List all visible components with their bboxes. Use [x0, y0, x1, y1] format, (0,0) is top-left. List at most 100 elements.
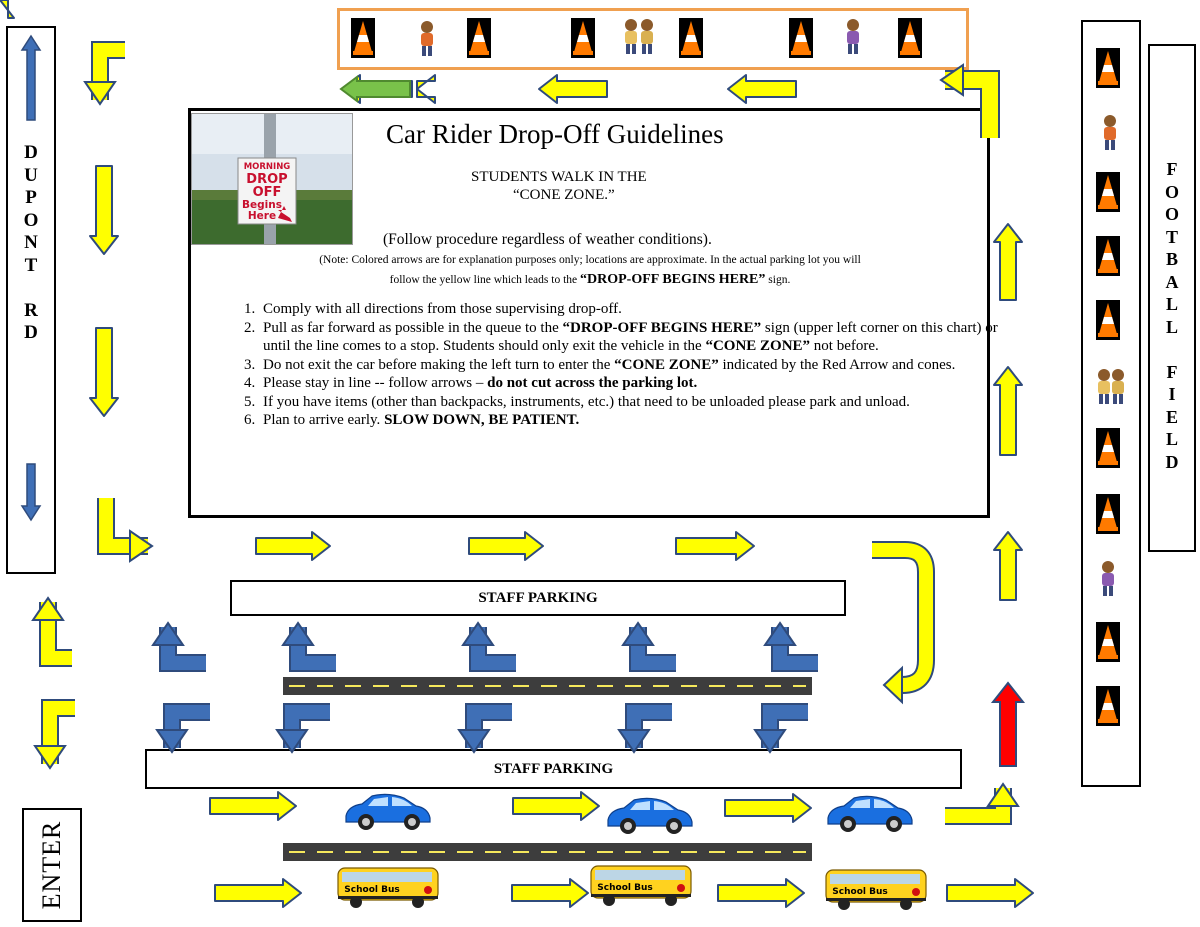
up-arrow-icon [993, 366, 1023, 456]
football-field-letter: D [1165, 451, 1179, 472]
road-strip-lower [283, 843, 812, 861]
football-field-letter: L [1165, 294, 1178, 314]
cone-zone-line-2: “CONE ZONE.” [513, 187, 615, 203]
down-arrow-icon [89, 165, 119, 255]
down-arrow-icon [20, 463, 42, 522]
svg-text:Here: Here [248, 210, 276, 222]
student-walking-icon [847, 19, 859, 54]
dupont-rd-letter: D [24, 142, 38, 163]
football-field-letter: I [1168, 384, 1176, 404]
svg-text:MORNING: MORNING [244, 162, 291, 172]
guidelines-panel: MORNING DROP OFF Begins Here Car Rider D… [188, 108, 998, 518]
football-field-letter: B [1165, 249, 1178, 269]
traffic-cone-icon [1096, 172, 1120, 212]
step-3-text: Do not exit the car before making the le… [263, 356, 956, 373]
step-item: Please stay in line -- follow arrows – d… [259, 374, 1001, 393]
svg-text:Begins: Begins [242, 199, 282, 211]
sign-photo-image: MORNING DROP OFF Begins Here [192, 114, 352, 244]
cone-zone [337, 8, 969, 70]
explanation-note-sign-name: “DROP-OFF BEGINS HERE” [580, 272, 766, 287]
traffic-cone-icon [679, 18, 703, 58]
student-icon [641, 19, 653, 54]
step-item: If you have items (other than backpacks,… [259, 393, 1001, 412]
turn-right-arrow-icon [97, 498, 154, 563]
traffic-cone-icon [571, 18, 595, 58]
drop-off-sign-photo: MORNING DROP OFF Begins Here [191, 113, 353, 245]
football-field-letter: F [1166, 159, 1178, 179]
traffic-cone-icon [1096, 686, 1120, 726]
step-item: Plan to arrive early. SLOW DOWN, BE PATI… [259, 411, 1001, 430]
blue-turn-up-arrow-icon [763, 621, 818, 672]
spacer [0, 0, 15, 19]
explanation-note-text-2: follow the yellow line which leads to th… [389, 274, 578, 286]
traffic-cone-icon [1096, 236, 1120, 276]
football-field-letter: L [1165, 316, 1178, 337]
car-icon [827, 795, 913, 832]
right-arrow-icon [255, 531, 331, 561]
blue-turn-up-arrow-icon [151, 621, 206, 672]
guideline-steps: Comply with all directions from those su… [211, 300, 1001, 430]
traffic-cone-icon [351, 18, 375, 58]
weather-note: (Follow procedure regardless of weather … [383, 231, 712, 248]
school-bus-label: School Bus [344, 885, 399, 895]
down-arrow-icon [89, 327, 119, 417]
traffic-cone-icon [1096, 494, 1120, 534]
step-item: Comply with all directions from those su… [259, 300, 1001, 319]
football-field-letter: T [1165, 226, 1178, 247]
blue-turn-down-arrow-icon [275, 703, 330, 754]
student-pair-icon [625, 19, 637, 54]
up-arrow-icon [993, 223, 1023, 301]
explanation-note-text: (Note: Colored arrows are for explanatio… [319, 254, 861, 266]
football-field-letter: L [1165, 429, 1178, 449]
turn-down-arrow-icon [83, 41, 125, 106]
school-bus-label: School Bus [597, 883, 652, 893]
step-item: Do not exit the car before making the le… [259, 356, 1001, 375]
dupont-rd-letter: D [24, 322, 38, 343]
student-walking-icon [1102, 561, 1114, 596]
blue-turn-up-arrow-icon [281, 621, 336, 672]
car-icon [607, 797, 693, 834]
football-field-letter: O [1164, 181, 1179, 202]
step-6-text: Plan to arrive early. SLOW DOWN, BE PATI… [263, 412, 580, 428]
traffic-cone-icon [789, 18, 813, 58]
enter-label-box: ENTER [22, 808, 82, 922]
svg-text:OFF: OFF [253, 185, 282, 200]
right-arrow-icon [511, 878, 589, 908]
car-icon [345, 793, 431, 830]
student-icon [421, 21, 433, 56]
dupont-rd-letter: P [25, 187, 37, 208]
step-4-text: Please stay in line -- follow arrows – d… [263, 375, 698, 391]
traffic-cone-icon [467, 18, 491, 58]
turn-up-arrow-icon [945, 782, 1020, 825]
turn-up-arrow-icon [31, 596, 72, 667]
u-turn-arrow-icon [872, 541, 935, 705]
school-bus-icon: School Bus [825, 869, 927, 910]
blue-turn-up-arrow-icon [621, 621, 676, 672]
right-arrow-icon [946, 878, 1034, 908]
step-item: Pull as far forward as possible in the q… [259, 319, 1001, 356]
road-strip-upper [283, 677, 812, 695]
football-field-letter: A [1165, 271, 1179, 292]
traffic-cone-icon [1096, 428, 1120, 468]
turn-down-arrow-icon [33, 699, 75, 770]
dupont-rd-letter: R [24, 299, 38, 321]
staff-parking-upper: STAFF PARKING [230, 580, 846, 616]
guidelines-title: Car Rider Drop-Off Guidelines [386, 119, 724, 149]
red-up-arrow-icon [990, 681, 1026, 767]
right-arrow-icon [214, 878, 302, 908]
dupont-rd-letter: U [24, 164, 38, 186]
right-arrow-icon [512, 791, 600, 821]
traffic-cone-icon [1096, 622, 1120, 662]
student-icon [1104, 115, 1116, 150]
spacer [416, 74, 436, 104]
traffic-cone-icon [1096, 48, 1120, 88]
cone-zone-line-1: STUDENTS WALK IN THE [471, 169, 647, 185]
right-arrow-icon [468, 531, 544, 561]
turn-left-arrow-icon [939, 63, 1000, 138]
staff-parking-lower: STAFF PARKING [145, 749, 962, 789]
